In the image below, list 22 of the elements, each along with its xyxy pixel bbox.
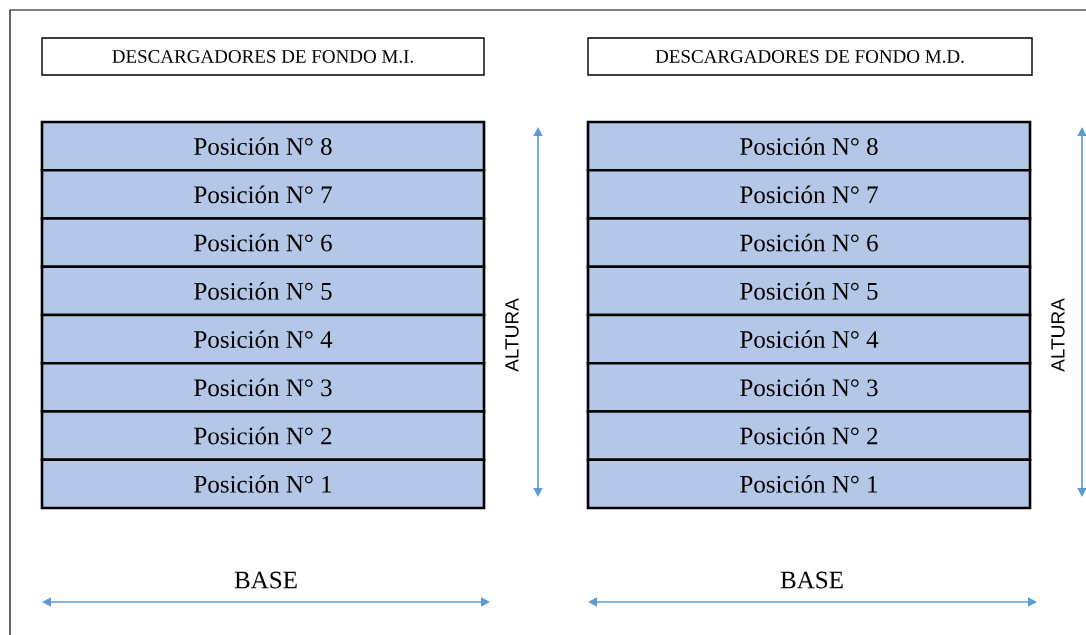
position-cell: Posición N° 6 xyxy=(586,217,1032,268)
dimension-label: ALTURA xyxy=(1051,298,1065,372)
dimension-label: ALTURA xyxy=(505,298,519,372)
position-cell: Posición N° 1 xyxy=(586,458,1032,510)
dimension-label: BASE xyxy=(234,571,297,589)
position-cell: Posición N° 8 xyxy=(40,120,486,172)
position-cell: Posición N° 7 xyxy=(40,169,486,220)
title-box: DESCARGADORES DE FONDO M.D. xyxy=(587,37,1033,76)
dimension-label: BASE xyxy=(780,571,843,589)
position-cell: Posición N° 5 xyxy=(40,265,486,317)
title-box: DESCARGADORES DE FONDO M.I. xyxy=(41,37,485,76)
position-cell: Posición N° 8 xyxy=(586,120,1032,172)
position-cell: Posición N° 7 xyxy=(586,169,1032,220)
position-cell: Posición N° 6 xyxy=(40,217,486,268)
position-cell: Posición N° 4 xyxy=(586,313,1032,365)
position-cell: Posición N° 2 xyxy=(586,410,1032,461)
position-cell: Posición N° 4 xyxy=(40,313,486,365)
position-cell: Posición N° 1 xyxy=(40,458,486,510)
position-cell: Posición N° 3 xyxy=(586,362,1032,413)
position-cell: Posición N° 5 xyxy=(586,265,1032,317)
position-cell: Posición N° 2 xyxy=(40,410,486,461)
position-cell: Posición N° 3 xyxy=(40,362,486,413)
